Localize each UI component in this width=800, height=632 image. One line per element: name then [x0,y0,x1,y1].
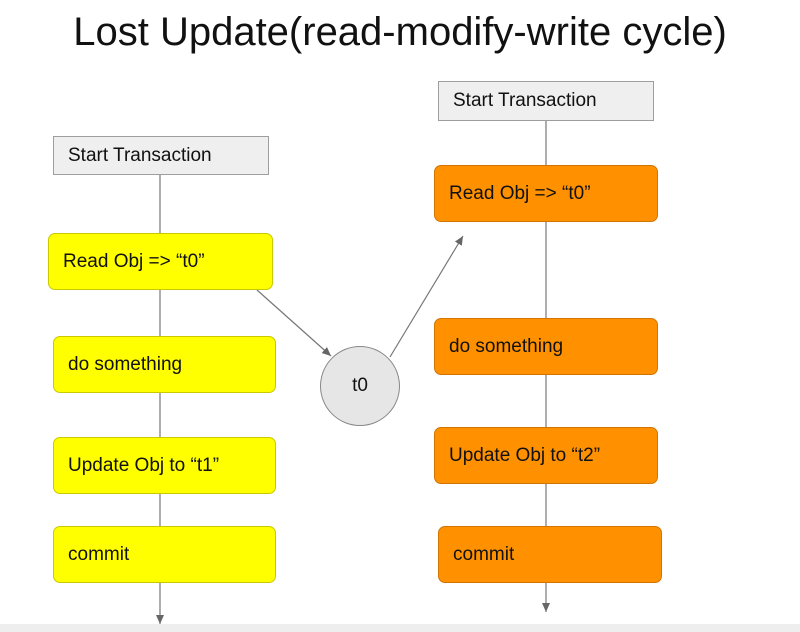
left-do-step: do something [53,336,276,393]
read-to-value-arrow [256,289,332,357]
left-read-label: Read Obj => “t0” [63,250,205,272]
value-node-label: t0 [352,375,368,396]
value-to-read-arrow [389,235,464,358]
right-commit-step: commit [438,526,662,583]
value-node: t0 [320,346,400,426]
left-update-label: Update Obj to “t1” [68,454,220,476]
right-start-label: Start Transaction [453,90,597,111]
right-do-label: do something [449,335,564,357]
right-update-step: Update Obj to “t2” [434,427,658,484]
left-commit-label: commit [68,543,130,565]
diagram-title: Lost Update(read-modify-write cycle) [73,10,727,54]
bottom-bar [0,624,800,632]
left-update-step: Update Obj to “t1” [53,437,276,494]
left-start-transaction: Start Transaction [53,136,269,175]
right-update-label: Update Obj to “t2” [449,444,601,466]
right-start-transaction: Start Transaction [438,81,654,121]
right-commit-label: commit [453,543,515,565]
left-read-step: Read Obj => “t0” [48,233,273,290]
left-start-label: Start Transaction [68,144,212,166]
left-commit-step: commit [53,526,276,583]
right-read-step: Read Obj => “t0” [434,165,658,222]
right-do-step: do something [434,318,658,375]
left-do-label: do something [68,353,183,375]
right-read-label: Read Obj => “t0” [449,182,591,204]
